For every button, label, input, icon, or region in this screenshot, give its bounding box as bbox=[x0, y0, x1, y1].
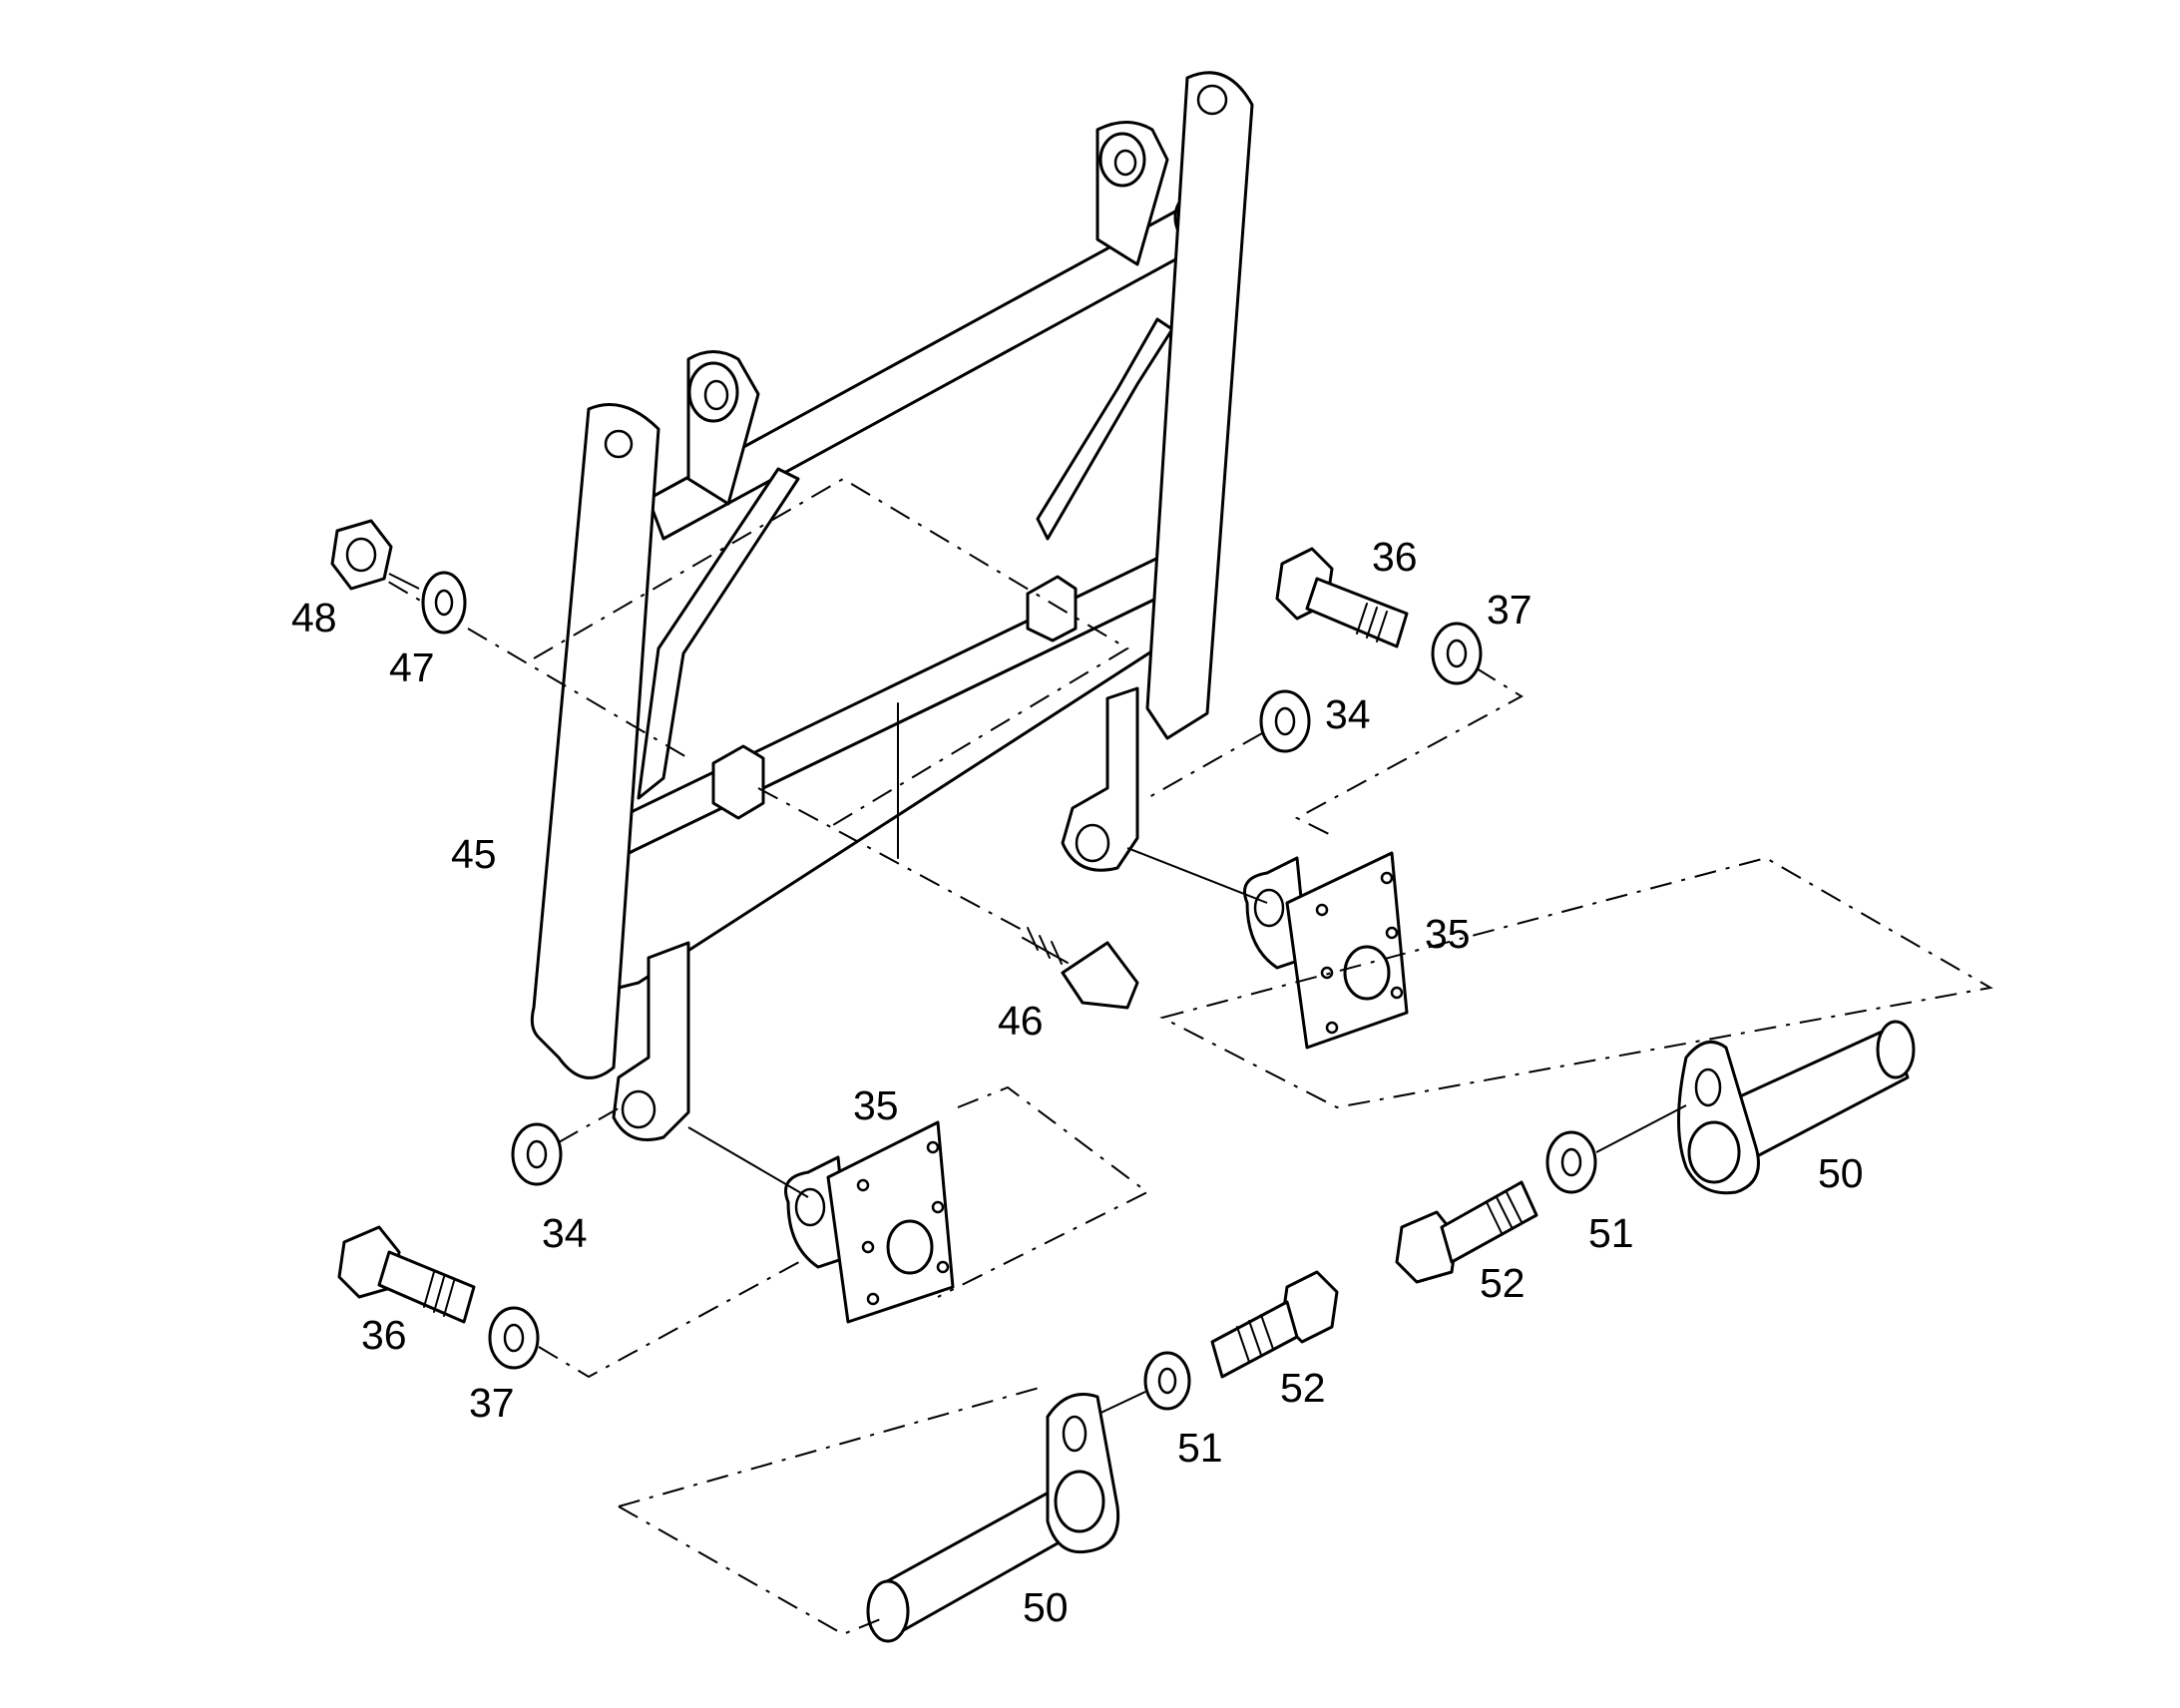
callout-labels: 48 47 45 36 37 34 35 46 35 34 36 37 50 5… bbox=[291, 534, 1864, 1630]
leader-34-lower bbox=[558, 1104, 625, 1143]
callout-35: 35 bbox=[853, 1082, 899, 1128]
alignment-plane-upper-bracket bbox=[1159, 856, 1993, 1109]
leader-frame-to-stop bbox=[757, 787, 1029, 934]
nut-48 bbox=[330, 519, 393, 591]
washer-34-lower bbox=[511, 1122, 563, 1186]
washer-34-upper bbox=[1259, 689, 1311, 753]
alignment-plane-frame bbox=[533, 477, 1129, 829]
callout-48: 48 bbox=[291, 595, 337, 640]
callout-36: 36 bbox=[1372, 534, 1418, 580]
washer-51-lower bbox=[1143, 1351, 1191, 1411]
bolt-36-lower bbox=[337, 1225, 476, 1324]
washer-37-upper bbox=[1431, 622, 1483, 685]
callout-45: 45 bbox=[451, 831, 497, 877]
stop-46 bbox=[1022, 927, 1139, 1010]
callout-35: 35 bbox=[1425, 911, 1471, 957]
callout-52: 52 bbox=[1280, 1365, 1326, 1411]
washer-47 bbox=[421, 571, 467, 635]
callout-37: 37 bbox=[469, 1380, 515, 1426]
leader-37-lower-to-bracket bbox=[538, 1256, 809, 1379]
callout-51: 51 bbox=[1177, 1425, 1223, 1471]
callout-34: 34 bbox=[1325, 691, 1371, 737]
callout-50: 50 bbox=[1023, 1584, 1069, 1630]
bracket-35-lower bbox=[784, 1120, 955, 1324]
callout-36: 36 bbox=[361, 1312, 407, 1358]
bolt-52-upper bbox=[1395, 1180, 1538, 1284]
carriage-frame bbox=[530, 71, 1254, 1141]
washer-51-upper bbox=[1545, 1130, 1597, 1194]
callout-46: 46 bbox=[998, 998, 1044, 1044]
leader-nut-to-frame bbox=[348, 558, 689, 759]
callout-51: 51 bbox=[1588, 1210, 1634, 1256]
pin-50-upper bbox=[1677, 1020, 1916, 1195]
leader-bracket-lower-to-pin bbox=[937, 1085, 1149, 1298]
bolt-52-lower bbox=[1210, 1270, 1339, 1379]
leader-37-upper-to-bracket bbox=[1294, 667, 1524, 839]
pin-50-lower bbox=[866, 1393, 1120, 1643]
bolt-36-upper bbox=[1275, 547, 1409, 648]
leader-34-upper bbox=[1146, 732, 1263, 799]
callout-47: 47 bbox=[389, 644, 435, 690]
callout-34: 34 bbox=[542, 1210, 588, 1256]
alignment-plane-lower-pin bbox=[618, 1386, 1044, 1636]
bracket-35-upper bbox=[1243, 851, 1409, 1050]
washer-37-lower bbox=[488, 1306, 540, 1370]
callout-52: 52 bbox=[1480, 1260, 1526, 1306]
callout-50: 50 bbox=[1818, 1150, 1864, 1196]
callout-37: 37 bbox=[1487, 587, 1532, 633]
